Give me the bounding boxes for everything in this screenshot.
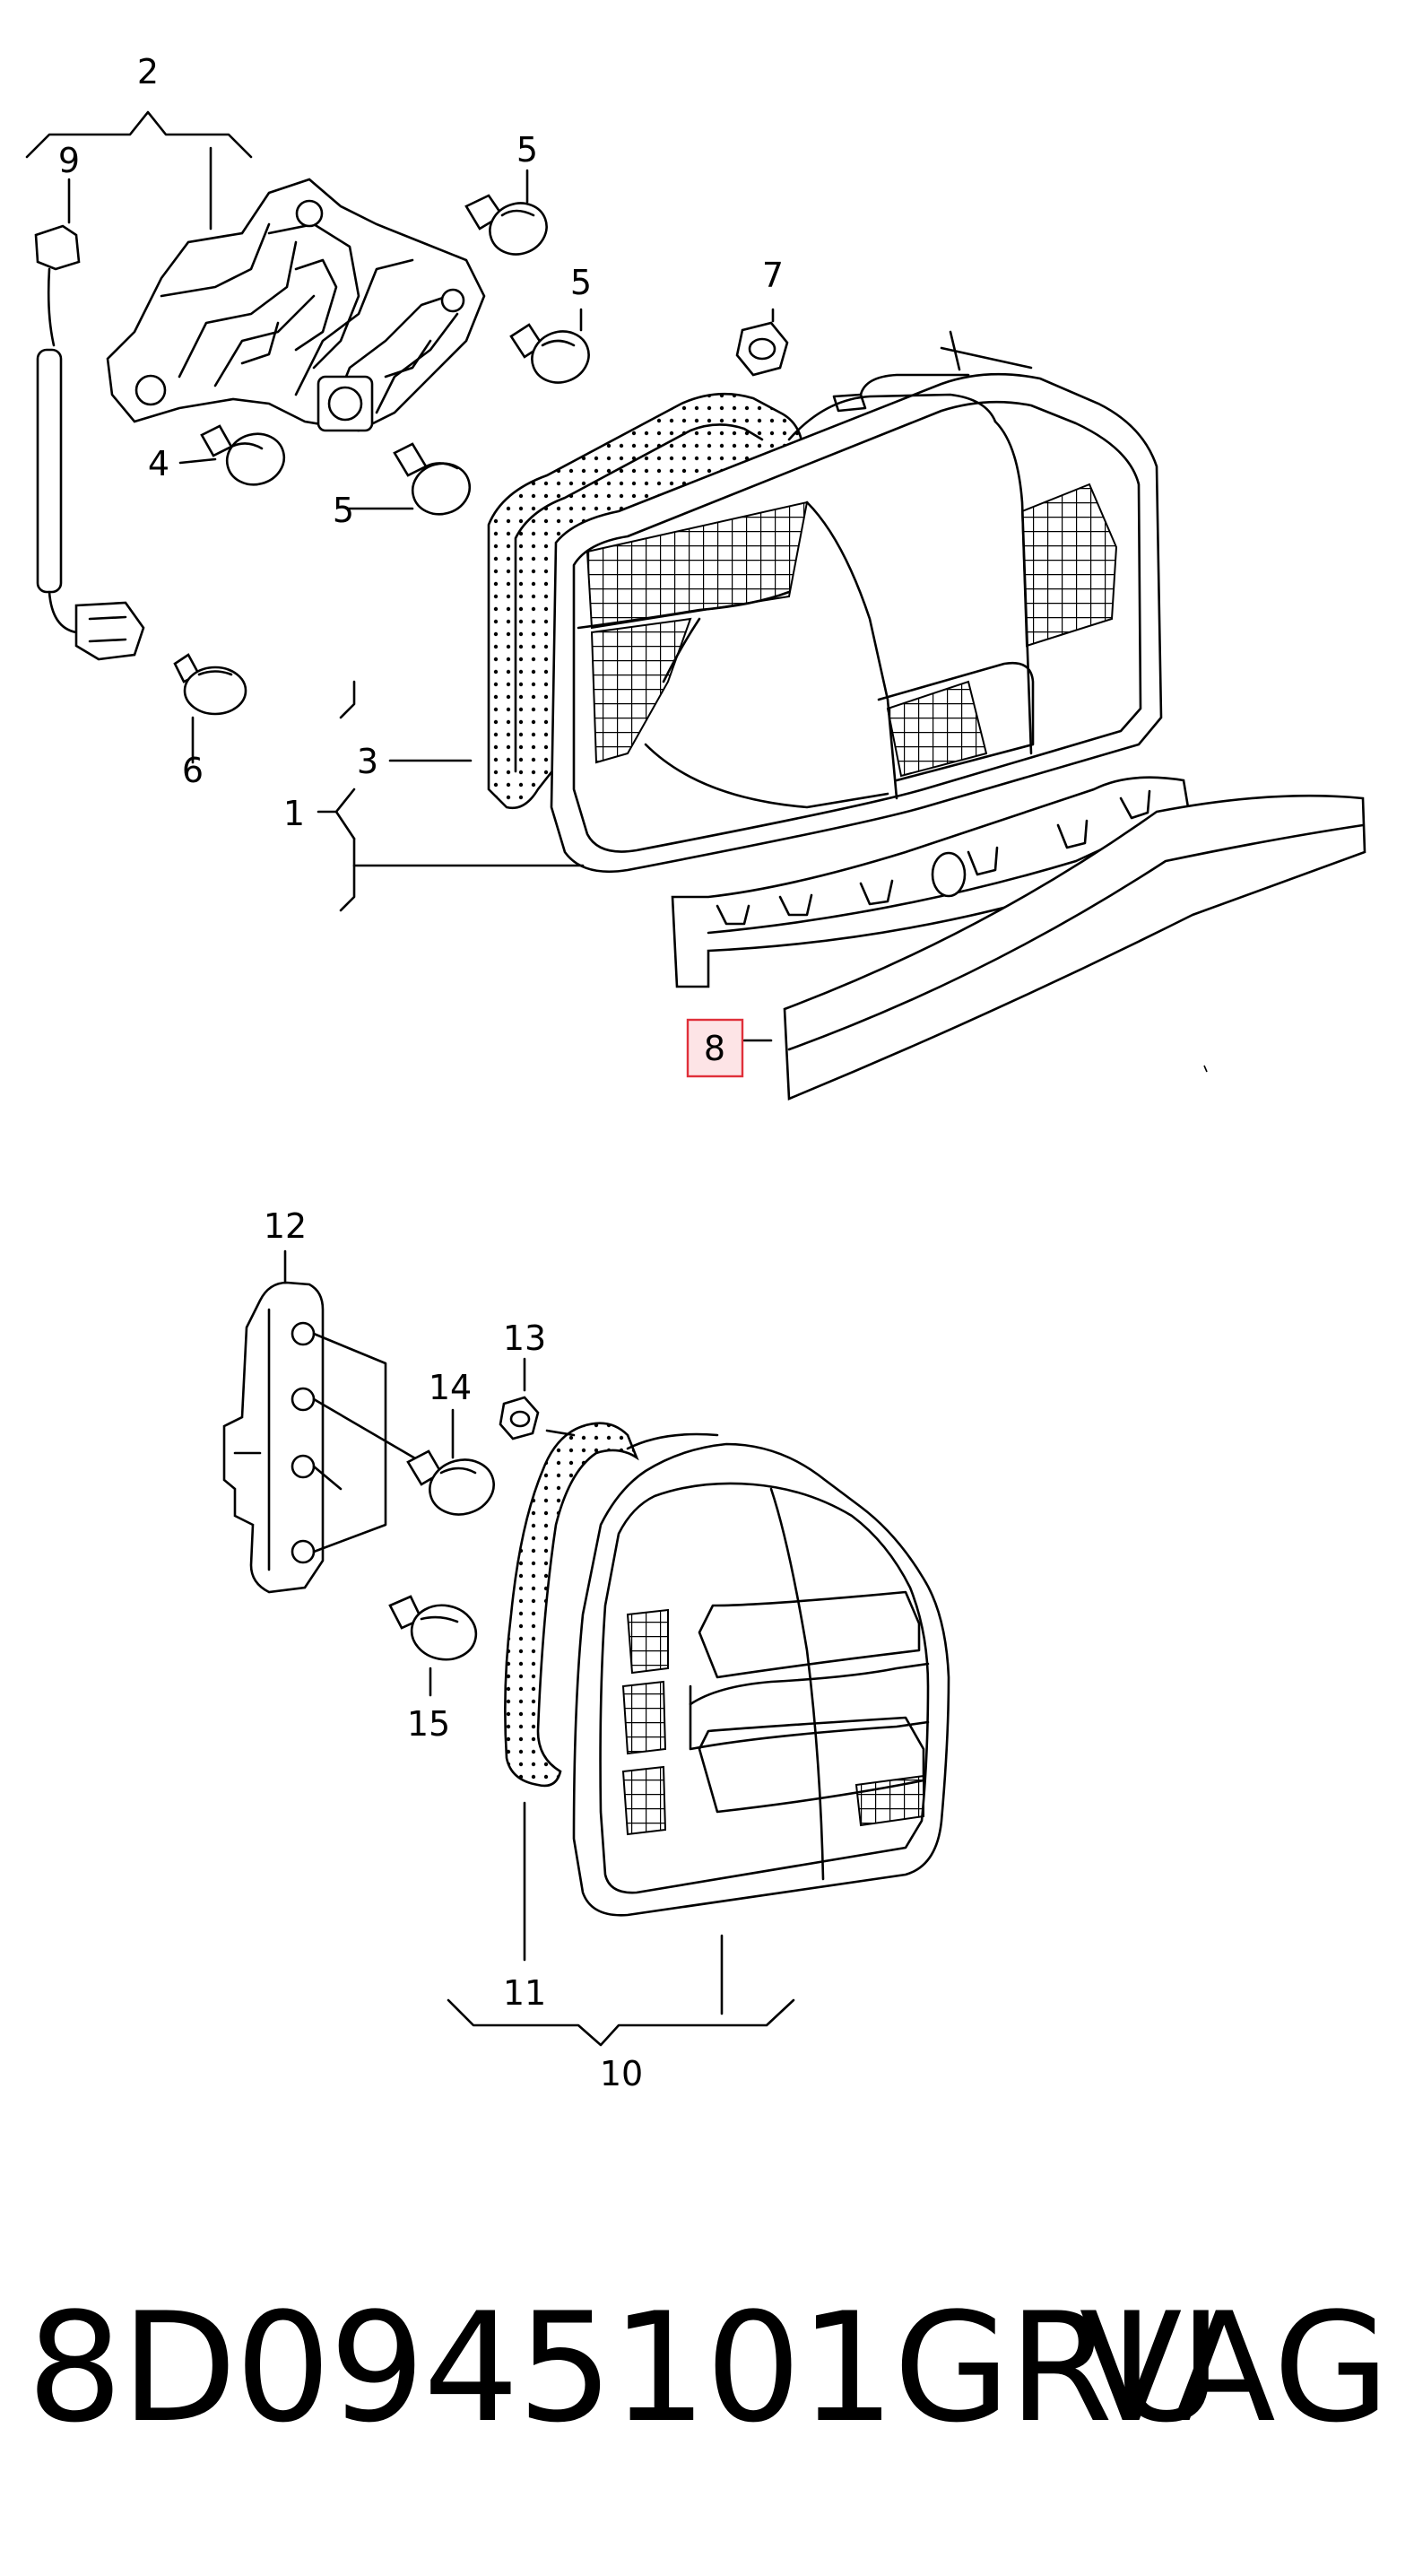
callout-10: 10	[600, 2054, 643, 2093]
callout-labels: 2 9 5 5 7 4 5 3 1 6 8 12 13 14 15 11 10	[58, 52, 784, 2093]
bulb-holder-12	[222, 1281, 423, 1594]
part-number: 8D0945101GRU	[27, 2280, 1221, 2456]
bulb-14	[406, 1449, 495, 1516]
bulb-15	[388, 1595, 478, 1661]
callout-8: 8	[704, 1029, 725, 1068]
mounting-rail	[671, 776, 1194, 988]
callout-5-top: 5	[516, 130, 538, 170]
callout-6: 6	[182, 751, 204, 790]
callout-4: 4	[148, 444, 169, 483]
tail-lamp-housing	[550, 330, 1163, 874]
brand-label: VAG	[1079, 2280, 1390, 2456]
tail-lamp-10	[572, 1432, 950, 1917]
callout-12: 12	[264, 1206, 307, 1246]
bulb-4	[200, 424, 286, 486]
callout-13: 13	[503, 1318, 546, 1358]
leader-lines-top	[25, 110, 775, 1042]
callout-11: 11	[503, 1973, 546, 2013]
bulb-5-top	[464, 194, 548, 256]
nut-13	[499, 1396, 576, 1440]
callout-15: 15	[407, 1704, 450, 1744]
highlight-box-8	[686, 1018, 744, 1078]
callout-5-mid: 5	[570, 263, 592, 302]
bulb-6	[173, 653, 247, 716]
callout-1: 1	[283, 794, 305, 833]
leader-lines-bottom	[283, 1249, 795, 2047]
bulb-holder-board	[106, 178, 486, 432]
callout-7: 7	[762, 256, 784, 295]
bulb-5-low	[393, 442, 472, 516]
trim-strip-8	[783, 794, 1366, 1101]
nut-7	[735, 321, 867, 413]
callout-3: 3	[357, 742, 378, 781]
gasket-11	[504, 1422, 639, 1788]
callout-9: 9	[58, 141, 80, 180]
callout-5-low: 5	[333, 491, 354, 530]
footer-caption: 8D0945101GRU VAG	[27, 2283, 1390, 2453]
callout-2: 2	[137, 52, 159, 91]
wiring-harness	[34, 224, 145, 661]
callout-14: 14	[429, 1368, 472, 1407]
bulb-5-mid	[509, 323, 590, 384]
